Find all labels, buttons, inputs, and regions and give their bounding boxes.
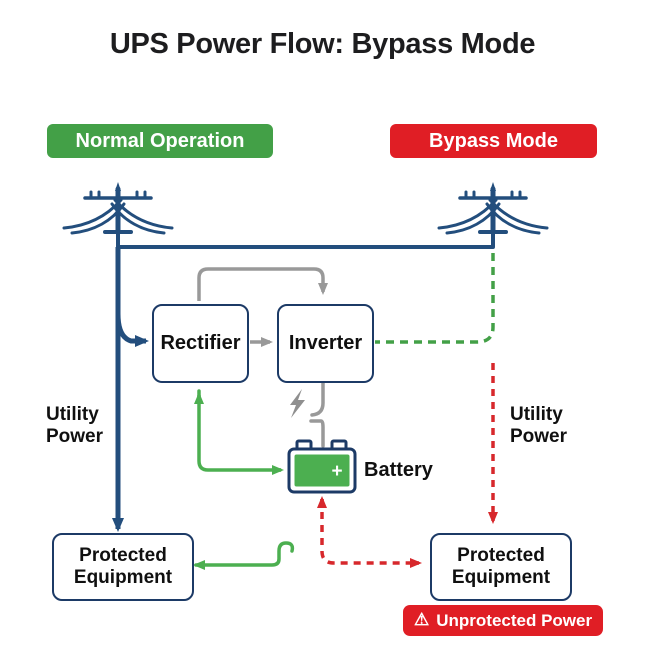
inverter-label: Inverter	[288, 332, 363, 354]
utility-power-label-right: Utility Power	[510, 404, 568, 448]
battery-icon: +	[287, 439, 357, 494]
unprotected-power-label: Unprotected Power	[436, 610, 593, 630]
transmission-tower-left-icon	[64, 182, 172, 247]
page-title: UPS Power Flow: Bypass Mode	[109, 28, 536, 60]
lightning-bolt-icon	[290, 389, 305, 418]
protected-equipment-right-label: Protected Equipment	[451, 545, 551, 588]
ac-input-loop	[197, 267, 328, 301]
battery-bypass-path	[320, 499, 418, 565]
banner-bypass-mode-label: Bypass Mode	[429, 129, 558, 152]
warning-triangle-icon: ⚠	[414, 610, 430, 629]
unprotected-power-badge: ⚠ Unprotected Power	[403, 605, 604, 636]
node-inverter: Inverter	[277, 304, 374, 383]
node-protected-equipment-right: Protected Equipment	[430, 533, 572, 601]
battery-label: Battery	[364, 459, 433, 481]
utility-power-label-left: Utility Power	[46, 404, 104, 448]
transmission-tower-right-icon	[439, 182, 547, 247]
node-rectifier: Rectifier	[152, 304, 249, 383]
battery-plus-sign: +	[331, 461, 342, 482]
bypass-feed-path	[375, 253, 495, 344]
banner-normal-operation-label: Normal Operation	[75, 129, 245, 152]
inverter-battery-broken-link	[309, 379, 325, 448]
banner-bypass-mode: Bypass Mode	[390, 124, 597, 158]
battery-charge-path	[197, 389, 282, 472]
battery-fill	[294, 454, 350, 487]
rectifier-feed-arrow	[115, 313, 149, 347]
node-protected-equipment-left: Protected Equipment	[52, 533, 194, 601]
rectifier-label: Rectifier	[160, 332, 241, 354]
inverter-output-disconnected-path	[193, 541, 295, 570]
banner-normal-operation: Normal Operation	[47, 124, 273, 158]
protected-equipment-left-label: Protected Equipment	[73, 545, 173, 588]
